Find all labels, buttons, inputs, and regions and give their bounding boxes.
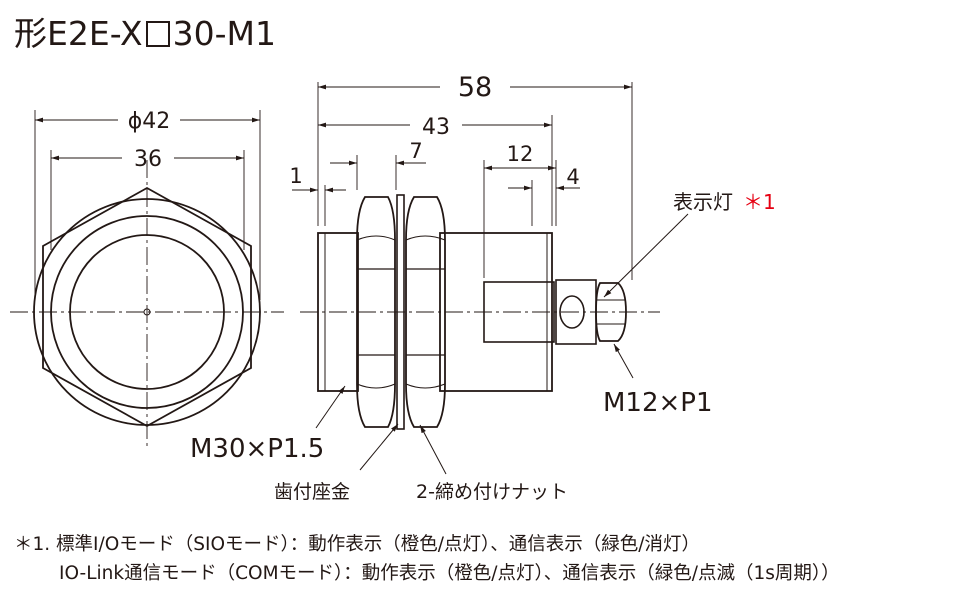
footnotes: ＊1. 標準I/Oモード（SIOモード）：動作表示（橙色/点灯）、通信表示（緑色… (14, 530, 840, 588)
front-dim-outer: ϕ42 (128, 109, 171, 134)
side-dim-12: 12 (507, 142, 534, 166)
side-m12-connector (595, 282, 627, 342)
side-sensor-head (317, 232, 359, 392)
side-tail-step (483, 281, 555, 343)
footnote-line-1: ＊1. 標準I/Oモード（SIOモード）：動作表示（橙色/点灯）、通信表示（緑色… (14, 534, 701, 555)
side-dim-total: 58 (458, 72, 492, 103)
side-nut-right (405, 196, 446, 428)
nut-label: 2-締め付けナット (416, 481, 568, 503)
title-suffix: 30-M1 (172, 14, 276, 53)
title-prefix: 形E2E-X (14, 14, 143, 53)
side-toothed-washer (396, 194, 405, 430)
footnote-line-2: IO-Link通信モード（COMモード）：動作表示（橙色/点灯）、通信表示（緑色… (59, 563, 840, 584)
indicator-label: 表示灯＊1 (673, 190, 776, 214)
side-dim-1: 1 (289, 164, 302, 188)
side-indicator-lamp (559, 295, 585, 329)
indicator-note-mark: ＊1 (743, 190, 776, 214)
side-dim-4: 4 (566, 165, 579, 189)
washer-label: 歯付座金 (274, 481, 350, 503)
front-dim-inner: 36 (134, 147, 162, 172)
model-placeholder-box (145, 21, 170, 47)
side-dim-7: 7 (409, 139, 422, 163)
side-view (292, 82, 689, 475)
thread-label: M30×P1.5 (190, 434, 324, 464)
front-view (10, 110, 284, 450)
side-nut-left (356, 196, 396, 428)
page-title: 形E2E-X 30-M1 (14, 14, 276, 54)
side-threaded-body (439, 232, 553, 392)
connector-label: M12×P1 (603, 388, 713, 418)
side-dim-body: 43 (422, 115, 450, 140)
